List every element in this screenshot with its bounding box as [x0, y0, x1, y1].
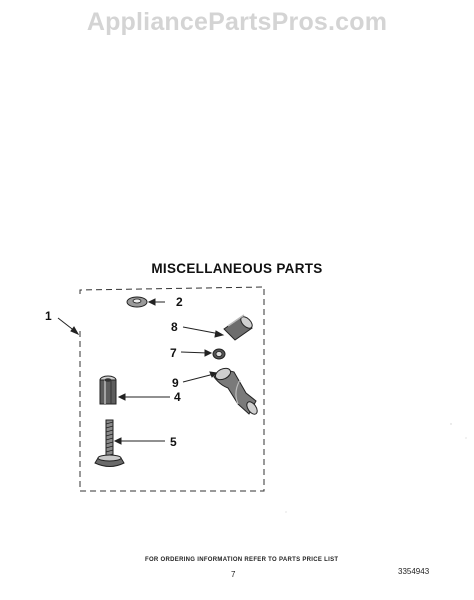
- ordering-note: FOR ORDERING INFORMATION REFER TO PARTS …: [145, 557, 339, 563]
- callout-5: 5: [170, 435, 177, 449]
- callout-9: 9: [172, 376, 179, 390]
- parts-group-boundary: [79, 286, 265, 492]
- callout-7: 7: [170, 346, 177, 360]
- part-7-clamp: [212, 348, 226, 360]
- callout-2: 2: [176, 295, 183, 309]
- part-5-leveling-leg: [94, 419, 125, 467]
- watermark: AppliancePartsPros.com: [86, 8, 388, 36]
- part-4-coupling-nut: [99, 375, 117, 405]
- document-number: 3354943: [398, 567, 430, 576]
- callout-1: 1: [45, 309, 52, 323]
- leader-lines: [57, 298, 225, 445]
- page-number: 7: [231, 570, 236, 579]
- callout-8: 8: [171, 320, 178, 334]
- part-2-washer: [126, 296, 148, 308]
- diagram-title: MISCELLANEOUS PARTS: [151, 261, 323, 276]
- callout-4: 4: [174, 390, 181, 404]
- part-8-tube: [223, 314, 253, 341]
- part-9-elbow-hose: [213, 367, 258, 415]
- scan-specks: [285, 423, 467, 513]
